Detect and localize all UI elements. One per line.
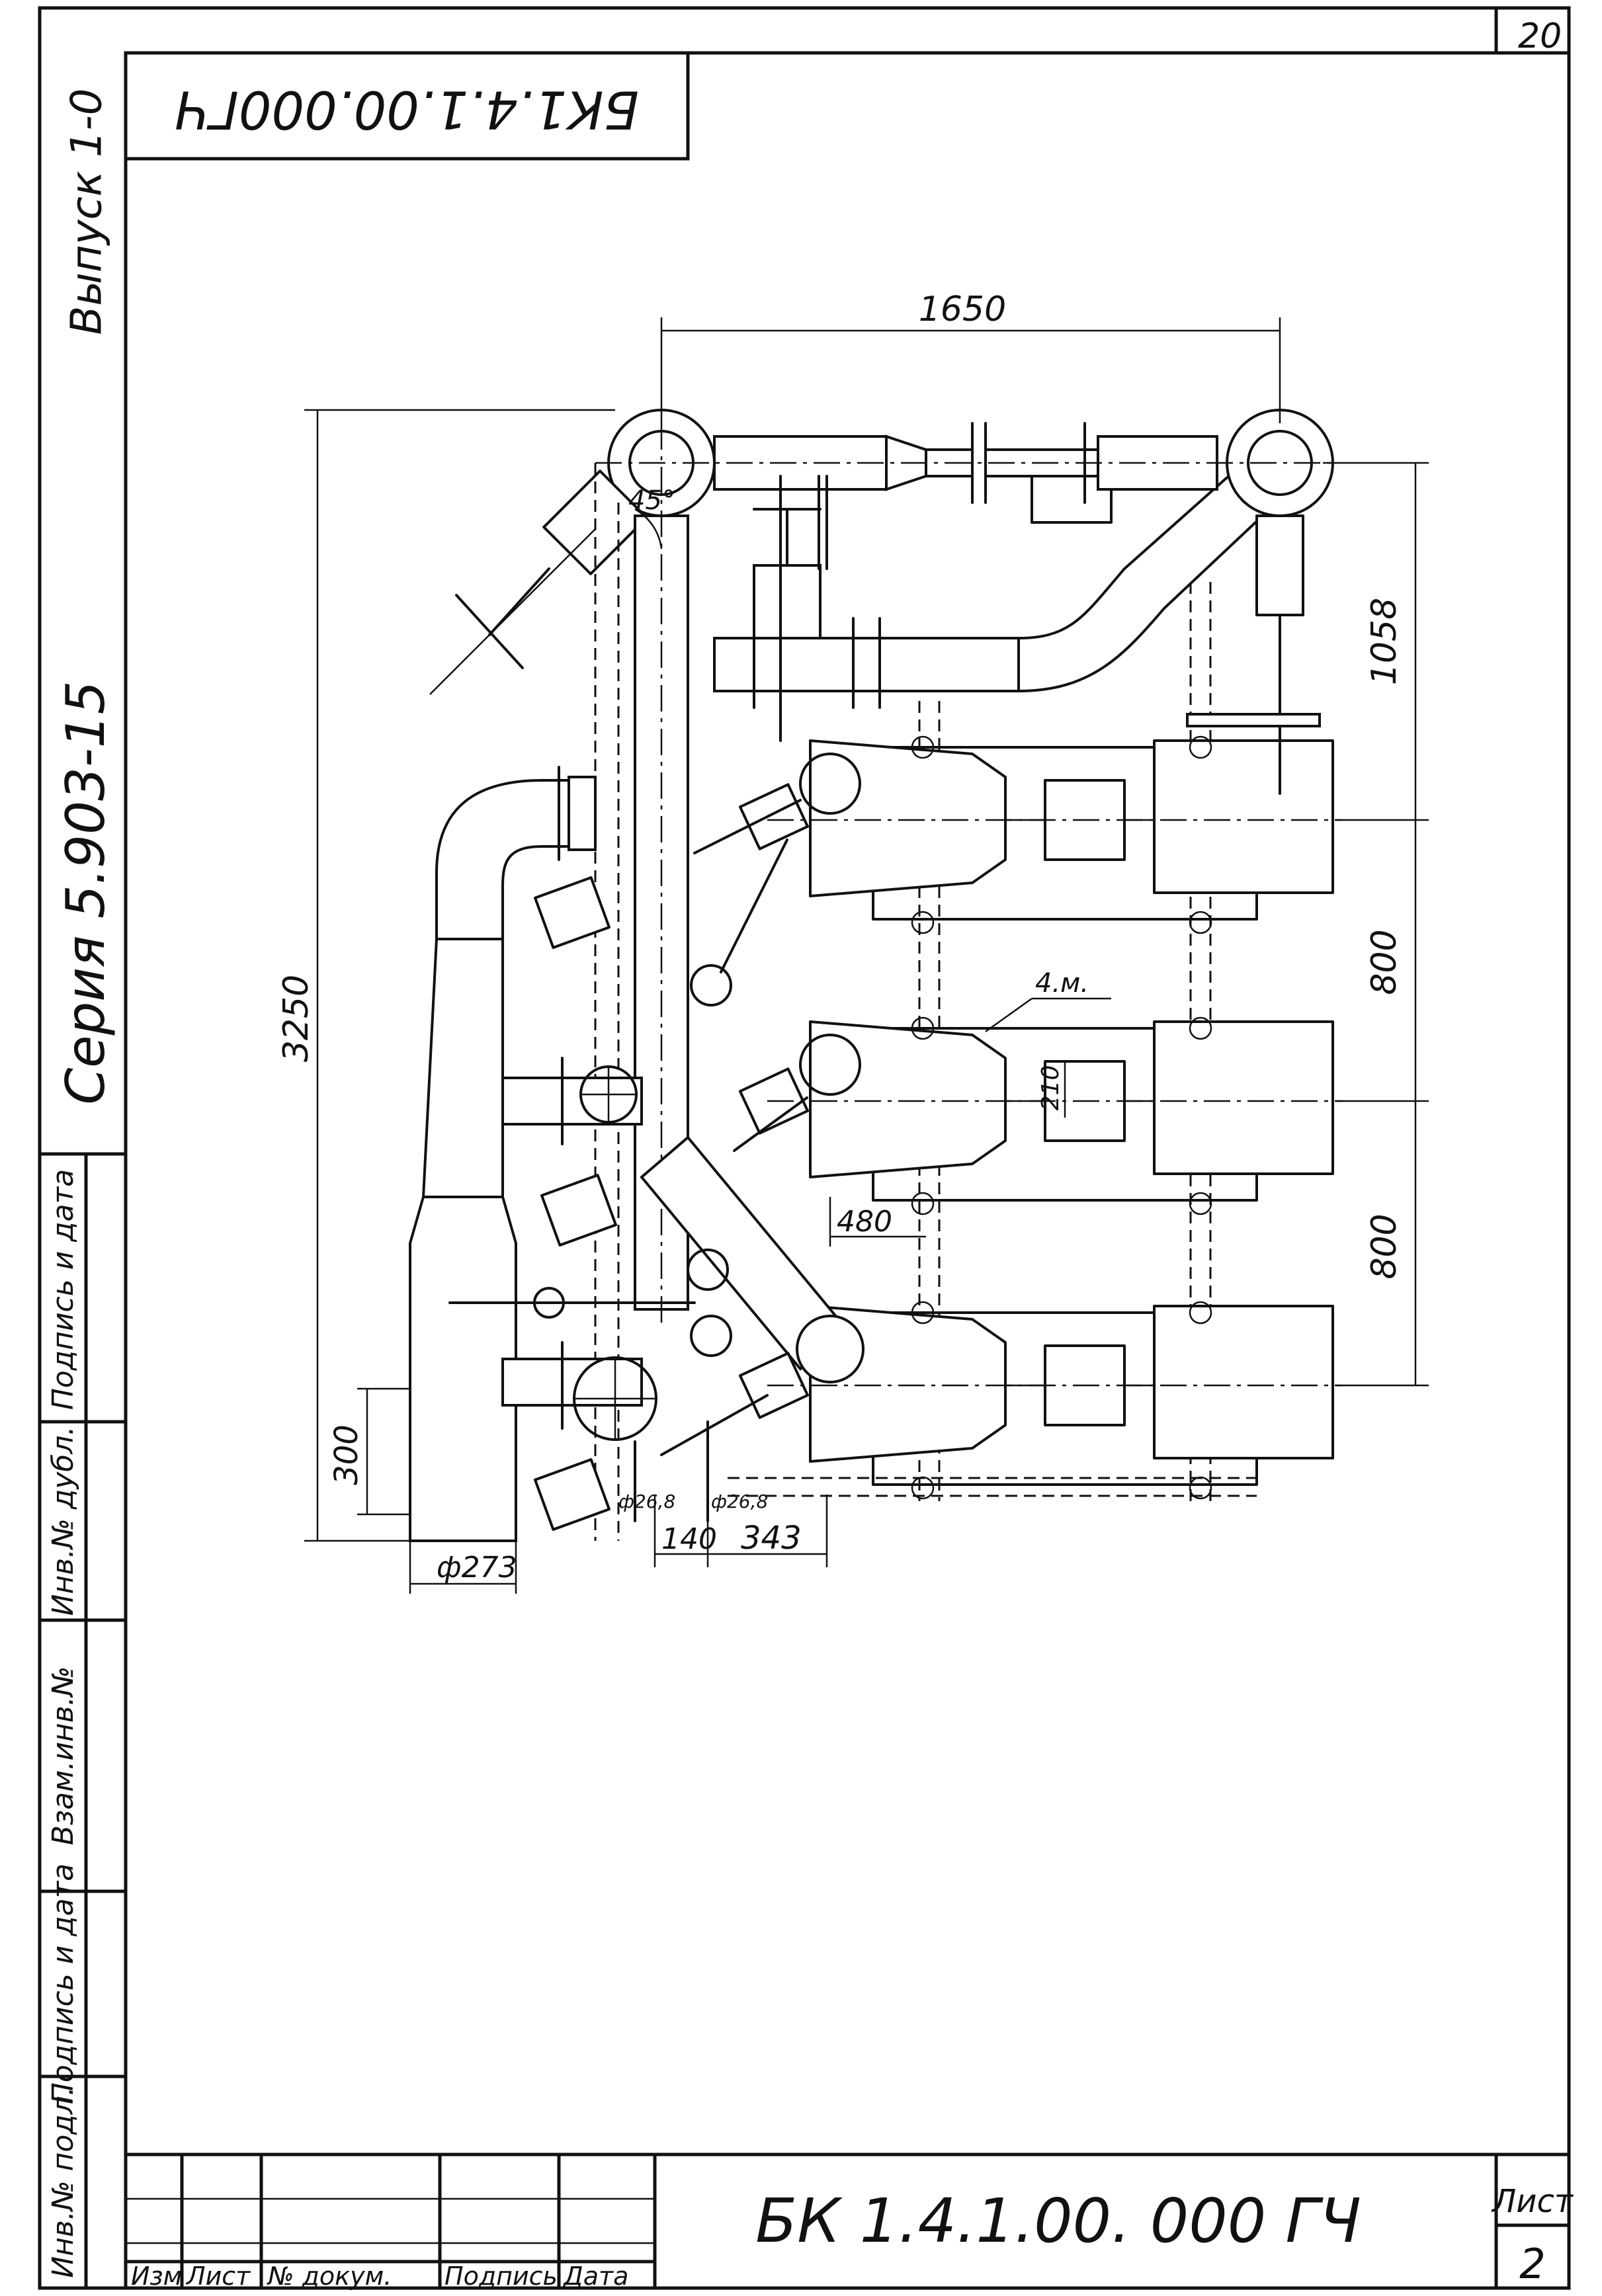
pump-station-drawing	[409, 409, 1343, 1542]
dimensions: 1650 1058 800 800 3250 300 ф273 140 343 …	[276, 290, 1429, 1594]
dim-273: ф273	[437, 1551, 517, 1584]
dim-268-a: ф26,8	[618, 1491, 675, 1512]
series-label: Серия 5.903-15	[55, 680, 116, 1104]
title-block: Изм Лист № докум. Подпись Дата БК 1.4.1.…	[126, 2152, 1574, 2291]
sheet-label: Лист	[1491, 2183, 1574, 2220]
sheet-number-top: 20	[1518, 17, 1562, 56]
sheet-frame	[38, 6, 1571, 2290]
strip-label-vzam-inv: Взам.инв.№	[46, 1666, 80, 1846]
dim-800-b: 800	[1365, 1213, 1404, 1279]
centre-lines	[595, 462, 1343, 1387]
dim-3250: 3250	[276, 975, 316, 1062]
top-left-valve	[429, 470, 648, 695]
issue-label: Выпуск 1-0	[63, 89, 112, 335]
pump-unit-2	[799, 1016, 1334, 1215]
dim-343: 343	[741, 1520, 802, 1557]
strip-label-sign-date-2: Подпись и дата	[46, 1864, 80, 2104]
left-strip: Подпись и дата Инв.№ дубл. Взам.инв.№ По…	[40, 1152, 126, 2288]
dim-480: 480	[837, 1205, 892, 1239]
crossover-pipe	[640, 1135, 864, 1383]
col-list: Лист	[185, 2262, 251, 2291]
stamp-code-box: БК1.4.1.00.000ГЧ	[124, 51, 690, 161]
dim-300: 300	[328, 1424, 365, 1485]
col-sign: Подпись	[444, 2262, 558, 2291]
suction-branches	[501, 1057, 643, 1430]
dim-1650: 1650	[919, 290, 1006, 329]
dim-800-a: 800	[1365, 929, 1404, 995]
col-doc: № докум.	[267, 2262, 392, 2291]
dim-268-b: ф26,8	[711, 1491, 768, 1512]
drawing-code: БК 1.4.1.00. 000 ГЧ	[755, 2186, 1361, 2256]
angle-45: 45°	[628, 485, 675, 516]
col-izm: Изм	[131, 2262, 182, 2291]
dim-1058: 1058	[1365, 598, 1404, 685]
strip-label-sign-date-1: Подпись и дата	[46, 1169, 80, 1410]
discharge-header	[713, 409, 1334, 795]
dim-210: 210	[1037, 1065, 1064, 1111]
strip-label-inv-dubl: Инв.№ дубл.	[46, 1426, 80, 1616]
stamp-code-text: БК1.4.1.00.000ГЧ	[175, 79, 639, 139]
drain-lines	[448, 799, 808, 1522]
bypass-pipe	[409, 766, 597, 1542]
callout-label: 4.м.	[1035, 968, 1089, 999]
pump-unit-1	[799, 735, 1334, 934]
dim-140: 140	[661, 1522, 717, 1556]
col-date: Дата	[562, 2262, 628, 2291]
sheet-value: 2	[1519, 2240, 1545, 2288]
strip-label-inv-podl: Инв.№ подл.	[46, 2086, 80, 2278]
